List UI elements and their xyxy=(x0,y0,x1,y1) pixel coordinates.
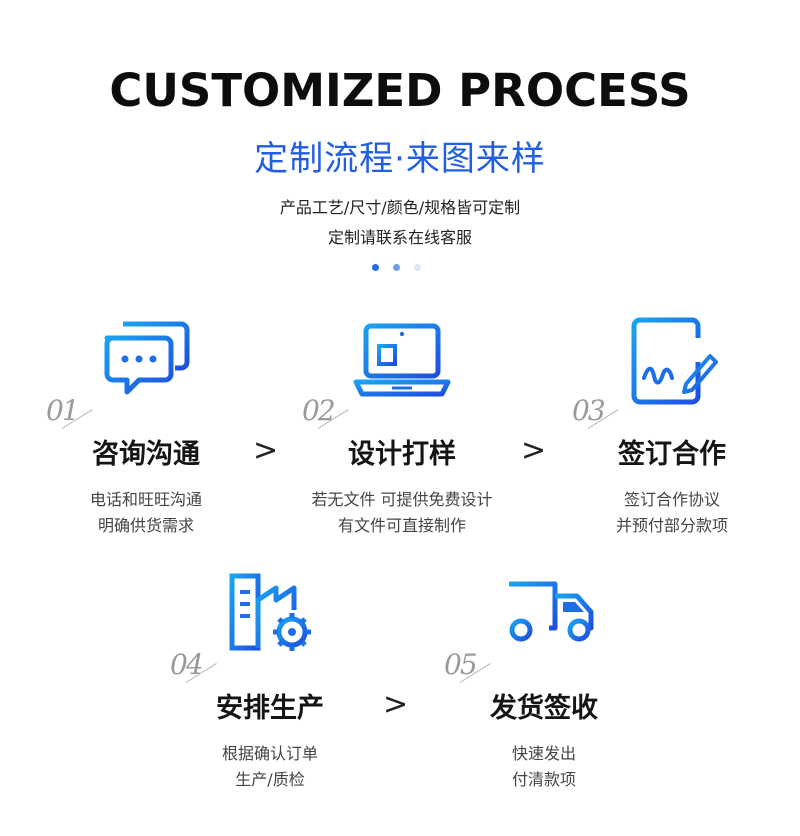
step-title: 设计打样 xyxy=(348,439,456,470)
subtitle: 定制流程·来图来样 xyxy=(254,139,546,179)
step-contract: 03 签订合作 签订合作协议 并预付部分款项 xyxy=(552,316,792,546)
headline: CUSTOMIZED PROCESS xyxy=(109,64,691,117)
dot-2 xyxy=(393,264,400,271)
step-title: 安排生产 xyxy=(216,693,324,724)
pagination-dots xyxy=(372,264,432,272)
dot-1 xyxy=(372,264,379,271)
step-description-line-2: 付清款项 xyxy=(511,770,576,789)
arrow-2: > xyxy=(521,433,547,468)
step-title: 咨询沟通 xyxy=(92,439,200,470)
step-description-line-2: 明确供货需求 xyxy=(97,516,194,535)
step-description-line-1: 若无文件 可提供免费设计 xyxy=(311,490,493,509)
factory-gear-icon xyxy=(229,573,311,651)
description-line-2: 定制请联系在线客服 xyxy=(327,228,472,247)
step-consult: 01 咨询沟通 电话和旺旺沟通 明确供货需求 xyxy=(26,316,266,546)
step-description-line-1: 签订合作协议 xyxy=(623,490,720,509)
step-description-line-1: 根据确认订单 xyxy=(221,744,318,763)
step-title: 发货签收 xyxy=(490,693,598,724)
step-description-line-2: 生产/质检 xyxy=(235,770,305,789)
description-line-1: 产品工艺/尺寸/颜色/规格皆可定制 xyxy=(279,198,521,217)
contract-sign-icon xyxy=(631,317,718,405)
chat-bubbles-icon xyxy=(104,321,190,395)
step-description-line-2: 并预付部分款项 xyxy=(615,516,728,535)
step-delivery: 05 发货签收 快速发出 付清款项 xyxy=(424,570,664,800)
step-design: 02 设计打样 若无文件 可提供免费设计 有文件可直接制作 xyxy=(282,316,522,546)
step-description-line-1: 电话和旺旺沟通 xyxy=(89,490,202,509)
step-description-line-1: 快速发出 xyxy=(511,744,576,763)
step-description-line-2: 有文件可直接制作 xyxy=(337,516,466,535)
step-title: 签订合作 xyxy=(618,439,726,470)
laptop-icon xyxy=(353,323,451,397)
arrow-1: > xyxy=(253,433,279,468)
arrow-3: > xyxy=(383,687,409,722)
delivery-truck-icon xyxy=(491,581,594,642)
dot-3 xyxy=(414,264,421,271)
step-production: 04 安排生产 根据确认订单 生产/质检 xyxy=(150,570,390,800)
